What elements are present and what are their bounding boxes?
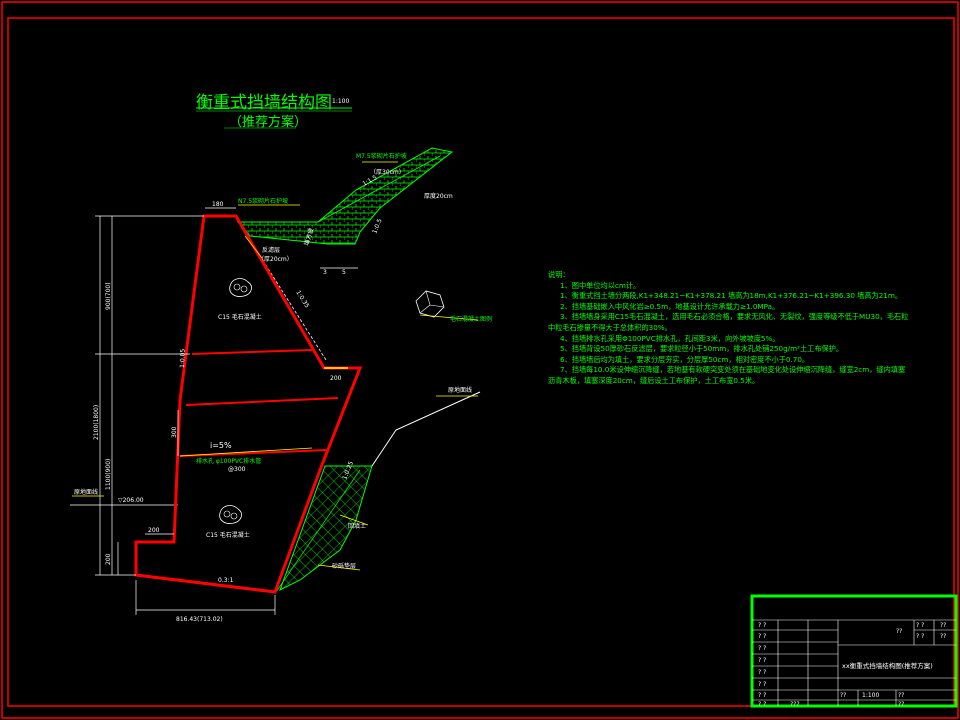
rock-symbol-lower bbox=[219, 505, 242, 524]
label-drain-spacing: @300 bbox=[228, 466, 246, 473]
label-upper: 900(700) bbox=[105, 282, 112, 310]
label-concrete-upper: C15 毛石混凝土 bbox=[218, 313, 262, 321]
tb-bottom-c: ?? bbox=[840, 692, 847, 699]
tb-bottom-e: ?? bbox=[898, 701, 905, 708]
note-line: 沥青木板，填塞深度20cm，缝后设土工布保护，土工布宽0.5米。 bbox=[548, 375, 760, 385]
leader-lines bbox=[72, 161, 479, 571]
tb-r5a: ? ? bbox=[758, 669, 767, 676]
note-line: 3、挡墙墙身采用C15毛石混凝土，选用毛石必须合格，要求无风化、无裂纹，强度等级… bbox=[560, 312, 909, 322]
label-thickness-30: （厚30cm） bbox=[370, 169, 405, 176]
design-notes: 说明： 1、图中单位均以cm计。 1、衡重式挡土墙分两段,K1+348.21~K… bbox=[548, 270, 948, 387]
title-block bbox=[750, 594, 958, 708]
slope-masonry bbox=[236, 147, 454, 245]
tb-r2a: ? ? bbox=[758, 633, 767, 640]
drain-pipe-line bbox=[179, 447, 313, 457]
label-thickness-20: 厚度20cm bbox=[424, 192, 453, 200]
label-slope-base: 0.3:1 bbox=[218, 577, 234, 584]
note-line: 4、挡墙排水孔采用Φ100PVC排水孔，孔间距3米，向外坡坡度5%。 bbox=[560, 333, 780, 343]
tb-r3a: ? ? bbox=[758, 645, 767, 652]
label-filter: 反滤层 bbox=[262, 246, 280, 254]
tb-r2c: ?? bbox=[940, 633, 947, 640]
tb-bottom-b: ??? bbox=[790, 701, 800, 708]
label-slope-fill2: 1:0.5 bbox=[371, 218, 383, 235]
drawing-title-scale: 1:100 bbox=[332, 98, 350, 105]
label-dim-3: 3 bbox=[323, 269, 327, 276]
note-line: 5、挡墙背设50厚砂石反滤层，要求粒径小于50mm，排水孔处铺250g/m²土工… bbox=[560, 344, 844, 354]
label-grade: i=5% bbox=[210, 441, 232, 450]
wall-section-line-2 bbox=[185, 397, 339, 406]
label-dim-toe: 200 bbox=[105, 553, 112, 565]
label-dim-bottom-left: 200 bbox=[148, 527, 160, 534]
label-elev: ▽206.00 bbox=[118, 497, 144, 504]
tb-r4a: ? ? bbox=[758, 657, 767, 664]
tb-r7a: ? ? bbox=[758, 692, 767, 699]
slope-line-top bbox=[317, 155, 441, 223]
label-ground-line: 原地面线 bbox=[448, 386, 472, 394]
base-slope-line bbox=[275, 469, 361, 593]
label-height-total: 2100(1800) bbox=[93, 405, 100, 440]
wall-section-line-3 bbox=[179, 449, 329, 457]
label-lower: 1100(900) bbox=[105, 459, 112, 490]
label-rock-symbol: 毛石混凝土图例 bbox=[450, 315, 492, 323]
label-filter-note: （厚20cm） bbox=[258, 256, 293, 263]
tb-r1b: ? ? bbox=[916, 622, 925, 629]
wall-section-line-1 bbox=[191, 349, 313, 355]
rock-legend-symbol bbox=[415, 290, 445, 318]
label-dim-mid: 200 bbox=[330, 375, 342, 382]
label-slope-back-upper: 1:0.35 bbox=[294, 289, 310, 309]
note-line: 7、挡墙每10.0米设伸缩沉降缝，若地基有软硬突变处须在基础地变化处设伸缩沉降缝… bbox=[560, 365, 906, 375]
note-line: 1、衡重式挡土墙分两段,K1+348.21~K1+378.21 墙高为18m,K… bbox=[560, 291, 903, 301]
note-line: 中粒毛石掺量不得大于总体积的30%。 bbox=[548, 322, 672, 332]
label-concrete-lower: C15 毛石混凝土 bbox=[206, 531, 250, 539]
rock-symbol-upper bbox=[229, 278, 252, 297]
note-line: 2、挡墙基础嵌入中风化岩≥0.5m，地基设计允许承载力≥1.0MPa。 bbox=[560, 301, 780, 311]
note-line: 6、挡墙墙后均为填土，要求分层夯实，分层厚50cm，相对密度不小于0.70。 bbox=[560, 354, 810, 364]
drawing-subtitle: （推荐方案） bbox=[229, 115, 308, 130]
inner-frame bbox=[7, 17, 955, 707]
label-dim-5: 5 bbox=[342, 269, 346, 276]
label-slope-face: 1:0.05 bbox=[179, 348, 187, 368]
wall-back-line bbox=[235, 217, 327, 361]
tb-mid-top: ?? bbox=[896, 628, 903, 635]
label-ground-line2: 原地面线 bbox=[74, 488, 98, 496]
tb-r2b: ? ? bbox=[916, 633, 925, 640]
tb-project: xx衡重式挡墙结构图(推荐方案) bbox=[842, 662, 933, 670]
drawing-labels: 180 200 200 816.43(713.02) ▽206.00 i=5% … bbox=[74, 152, 492, 623]
tb-scale: 1:100 bbox=[862, 692, 880, 699]
label-masonry-cap: N7.5浆砌片石护坡 bbox=[238, 197, 288, 205]
label-dim-base: 816.43(713.02) bbox=[176, 616, 223, 623]
label-masonry-slope: M7.5浆砌片石护坡 bbox=[356, 152, 407, 160]
tb-r1c: ?? bbox=[940, 622, 947, 629]
note-line: 1、图中单位均以cm计。 bbox=[560, 280, 641, 290]
drawing-title: 衡重式挡墙结构图 bbox=[196, 93, 332, 113]
tb-bottom-a: ? ? bbox=[758, 701, 767, 708]
label-dim-top: 180 bbox=[212, 201, 224, 208]
label-drain-pipe: 排水孔 φ100PVC排水管 bbox=[196, 457, 261, 465]
tb-bottom-d: ?? bbox=[898, 692, 905, 699]
label-gravel: 砂砾垫层 bbox=[332, 562, 356, 570]
retaining-wall bbox=[134, 214, 363, 594]
tb-r1a: ? ? bbox=[758, 622, 767, 629]
ground-line-right bbox=[371, 391, 481, 467]
tb-r6a: ? ? bbox=[758, 681, 767, 688]
label-backfill: 回填土 bbox=[348, 522, 366, 530]
notes-heading: 说明： bbox=[548, 270, 570, 279]
dimension-lines bbox=[95, 207, 358, 615]
label-dim-drain: 300 bbox=[171, 426, 178, 438]
